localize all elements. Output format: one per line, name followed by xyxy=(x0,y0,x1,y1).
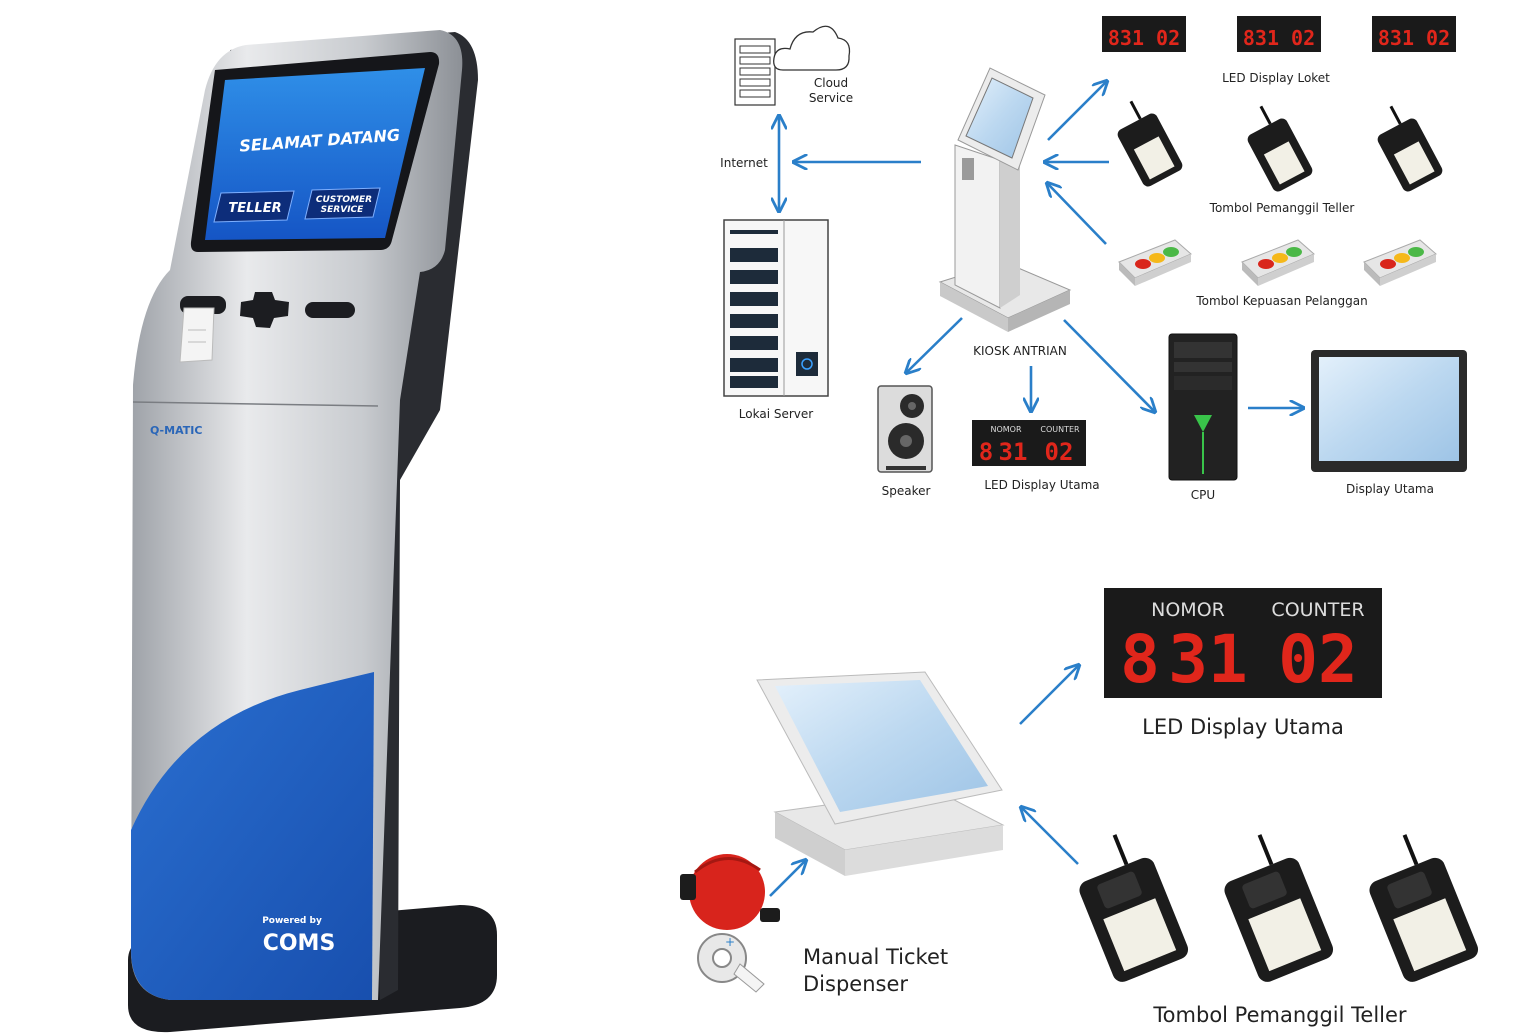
caller-label-large: Tombol Pemanggil Teller xyxy=(1152,1003,1406,1027)
kiosk-teller-button[interactable] xyxy=(213,190,295,223)
kiosk-illustration: SELAMAT DATANG TELLER CUSTOMER SERVICE Q… xyxy=(128,30,497,1033)
tablet-terminal xyxy=(756,671,1005,876)
display-utama-monitor: Display Utama xyxy=(1311,350,1467,496)
arrow-kiosk-led-loket xyxy=(1047,82,1106,141)
led-display-loket-group: 831 02 831 02 831 02 LED Display Loket xyxy=(1102,16,1456,85)
satisfaction-button-2 xyxy=(1241,239,1315,286)
cloud-label-2: Service xyxy=(809,91,853,105)
led-loket-1-value: 831 02 xyxy=(1108,26,1180,50)
led-display-utama-small: NOMOR COUNTER 8 31 02 LED Display Utama xyxy=(972,420,1100,492)
led-small-digit-3: 02 xyxy=(1045,438,1074,466)
internet-label: Internet xyxy=(720,156,768,170)
arrow-caller-tablet xyxy=(1022,808,1079,865)
kiosk-ticket xyxy=(179,307,215,363)
kiosk-cs-label-2: SERVICE xyxy=(321,205,364,215)
kiosk-slot xyxy=(305,302,355,318)
dispenser-label-2: Dispenser xyxy=(803,972,908,996)
kiosk-card-reader xyxy=(240,292,289,328)
caller-keypad-large-1 xyxy=(1079,834,1189,982)
led-large-head-right: COUNTER xyxy=(1271,599,1364,621)
caller-keypad-large-3 xyxy=(1369,834,1479,982)
kiosk-brand: Q-MATIC xyxy=(150,424,202,437)
svg-text:+: + xyxy=(725,935,735,949)
led-main-label: LED Display Utama xyxy=(984,478,1099,492)
led-large-label: LED Display Utama xyxy=(1142,715,1344,739)
satisfaction-button-1 xyxy=(1118,239,1192,286)
kiosk-customer-service-button[interactable] xyxy=(304,187,381,220)
display-label: Display Utama xyxy=(1346,482,1434,496)
caller-label-small: Tombol Pemanggil Teller xyxy=(1209,201,1355,215)
led-large-digit-3: 02 xyxy=(1278,621,1357,698)
led-small-digit-1: 8 xyxy=(979,438,993,466)
led-small-head-left: NOMOR xyxy=(990,425,1021,434)
dispenser-label-1: Manual Ticket xyxy=(803,945,948,969)
caller-keypad-large-2 xyxy=(1224,834,1334,982)
led-loket-label: LED Display Loket xyxy=(1222,71,1330,85)
arrow-dispenser-tablet xyxy=(769,861,805,897)
manual-arrows xyxy=(769,666,1079,897)
kiosk-powered-brand: COMS xyxy=(263,931,336,956)
caller-keypad-group-large: Tombol Pemanggil Teller xyxy=(1079,834,1479,1027)
led-large-digit-2: 31 xyxy=(1168,621,1247,698)
system-diagram: Cloud Service Internet Lokai Server xyxy=(720,16,1467,502)
kiosk-teller-label: TELLER xyxy=(228,201,281,216)
caller-keypad-group-small: Tombol Pemanggil Teller xyxy=(1117,100,1443,215)
speaker: Speaker xyxy=(877,385,933,498)
kiosk-blue-panel xyxy=(131,672,374,1000)
cpu-tower: CPU xyxy=(1168,333,1238,502)
satisfaction-label: Tombol Kepuasan Pelanggan xyxy=(1195,294,1367,308)
arrow-kiosk-cpu xyxy=(1063,319,1154,411)
local-server: Lokai Server xyxy=(723,219,829,421)
caller-keypad-small-1 xyxy=(1117,100,1183,187)
led-display-utama-large: NOMOR COUNTER 8 31 02 LED Display Utama xyxy=(1104,588,1382,739)
arrow-kiosk-speaker xyxy=(907,317,963,372)
cloud-label-1: Cloud xyxy=(814,76,848,90)
satisfaction-button-3 xyxy=(1363,239,1437,286)
cpu-label: CPU xyxy=(1191,488,1215,502)
led-large-head-left: NOMOR xyxy=(1151,599,1225,621)
server-label: Lokai Server xyxy=(739,407,813,421)
arrow-tablet-led xyxy=(1019,666,1078,725)
manual-diagram: NOMOR COUNTER 8 31 02 LED Display Utama … xyxy=(680,588,1479,1027)
led-loket-1: 831 02 xyxy=(1102,16,1186,52)
led-small-digit-2: 31 xyxy=(999,438,1028,466)
arrow-satisfaction-kiosk xyxy=(1048,184,1107,245)
manual-ticket-dispenser: + Manual Ticket Dispenser xyxy=(680,854,948,996)
satisfaction-button-group: Tombol Kepuasan Pelanggan xyxy=(1118,239,1437,308)
system-arrows xyxy=(779,82,1302,411)
led-loket-2: 831 02 xyxy=(1237,16,1321,52)
caller-keypad-small-2 xyxy=(1247,105,1313,192)
led-loket-3-value: 831 02 xyxy=(1378,26,1450,50)
cloud-service: Cloud Service xyxy=(734,25,853,106)
kiosk-antrian: KIOSK ANTRIAN xyxy=(938,67,1072,358)
led-small-head-right: COUNTER xyxy=(1040,425,1080,434)
led-loket-3: 831 02 xyxy=(1372,16,1456,52)
kiosk-powered-by: Powered by xyxy=(262,916,322,926)
led-large-digit-1: 8 xyxy=(1120,621,1160,698)
led-loket-2-value: 831 02 xyxy=(1243,26,1315,50)
kiosk-antrian-label: KIOSK ANTRIAN xyxy=(973,344,1067,358)
caller-keypad-small-3 xyxy=(1377,105,1443,192)
kiosk-cs-label-1: CUSTOMER xyxy=(316,195,372,205)
speaker-label: Speaker xyxy=(882,484,931,498)
